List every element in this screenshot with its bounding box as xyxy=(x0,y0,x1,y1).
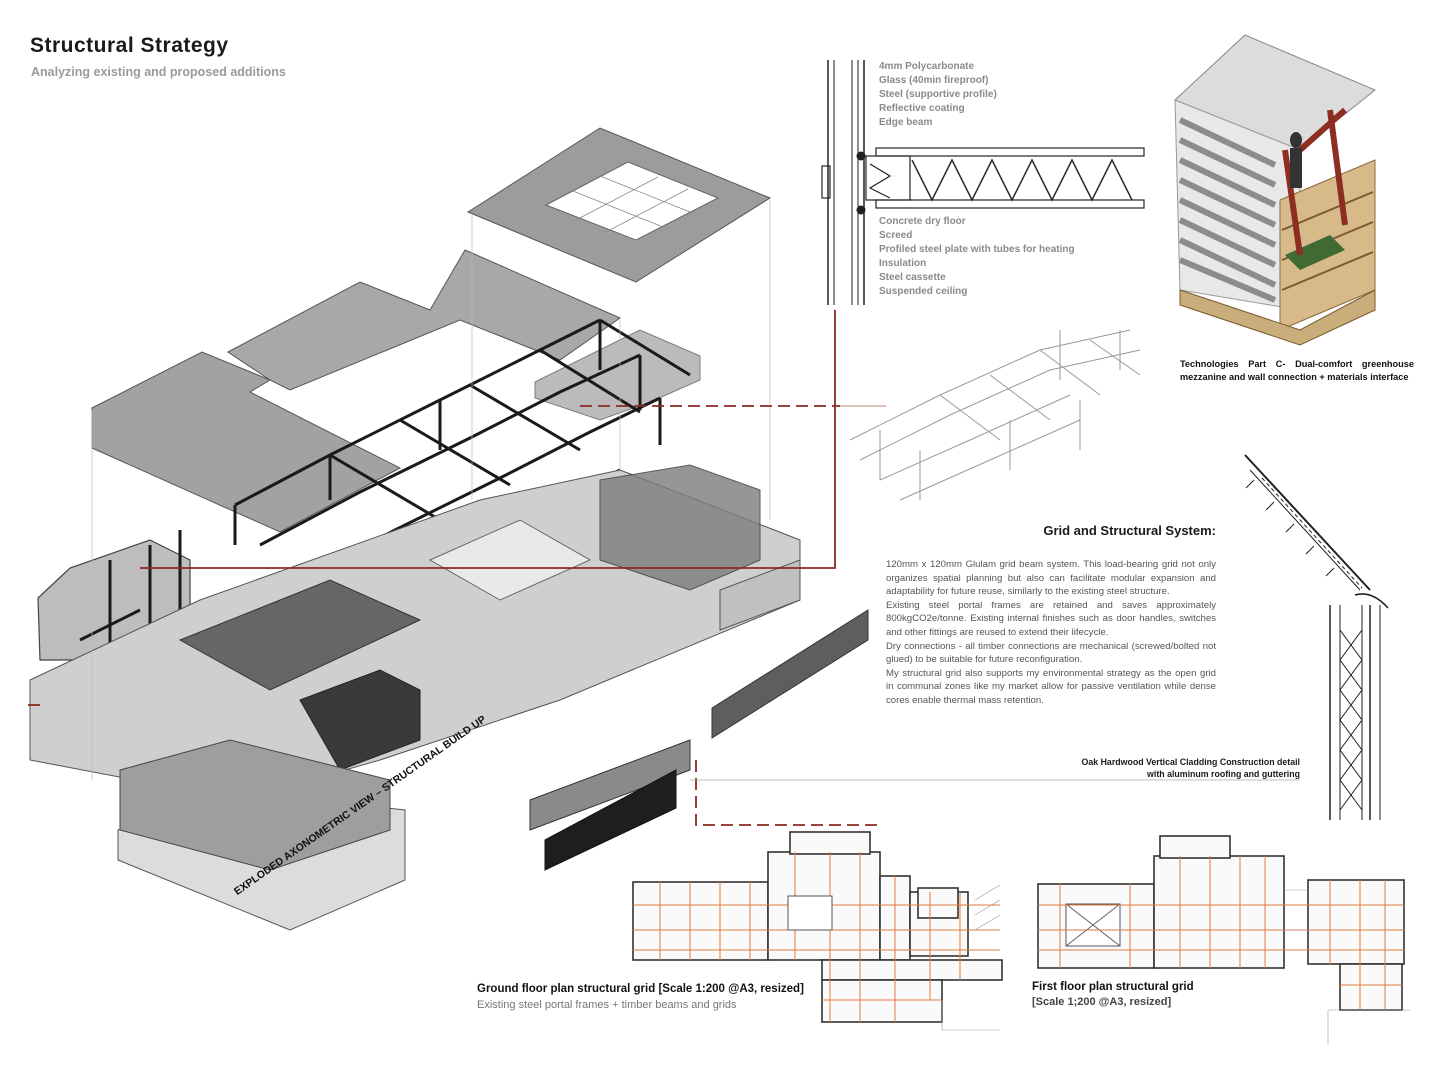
spec-layer: Reflective coating xyxy=(879,103,965,114)
wall-panel-4 xyxy=(719,559,801,631)
wall-panel-3 xyxy=(544,769,677,871)
grid-system-body: 120mm x 120mm Glulam grid beam system. T… xyxy=(886,558,1216,708)
wall-panel-1 xyxy=(529,739,691,831)
wall-panel-2 xyxy=(711,609,869,739)
cladding-caption: Oak Hardwood Vertical Cladding Construct… xyxy=(1020,756,1301,780)
grid-system-paragraph: My structural grid also supports my envi… xyxy=(886,667,1216,706)
cladding-caption-line: with aluminum roofing and guttering xyxy=(1147,769,1300,779)
grid-system-heading: Grid and Structural System: xyxy=(1043,523,1216,538)
roof-junction-detail xyxy=(821,60,1145,305)
exploded-axonometric xyxy=(29,127,869,931)
spec-layer: Insulation xyxy=(879,258,927,269)
skylight-mullions xyxy=(572,175,691,233)
grid-wireframe-sketch xyxy=(849,329,1141,501)
grid-system-paragraph: 120mm x 120mm Glulam grid beam system. T… xyxy=(886,559,1216,598)
open-room xyxy=(428,519,592,601)
greenhouse-mezzanine-render xyxy=(1174,34,1376,346)
leader-lines xyxy=(28,310,886,826)
first-floor-plan xyxy=(1037,835,1410,1045)
grid-system-paragraph: Existing steel portal frames are retaine… xyxy=(886,599,1216,638)
spec-layer: Concrete dry floor xyxy=(879,216,966,227)
spec-layer: Steel (supportive profile) xyxy=(879,89,997,100)
stair-core xyxy=(299,669,421,771)
lower-slab xyxy=(119,739,391,871)
cladding-section-detail xyxy=(1244,454,1389,820)
spec-layer: Profiled steel plate with tubes for heat… xyxy=(879,244,1075,255)
ground-floor-plan xyxy=(632,831,1003,1031)
page-title: Structural Strategy xyxy=(30,34,229,57)
spec-layer: Glass (40min fireproof) xyxy=(879,75,989,86)
spec-layer: Edge beam xyxy=(879,117,933,128)
page-subtitle: Analyzing existing and proposed addition… xyxy=(31,65,286,79)
roof-detail-bottom-layers: Concrete dry floor Screed Profiled steel… xyxy=(879,215,1075,299)
roof-slab-west xyxy=(91,351,402,533)
roof-slab-central xyxy=(227,249,622,391)
cladding-caption-line: Oak Hardwood Vertical Cladding Construct… xyxy=(1081,757,1301,767)
spec-layer: Steel cassette xyxy=(879,272,946,283)
spec-layer: Screed xyxy=(879,230,913,241)
first-floor-subtitle: [Scale 1;200 @A3, resized] xyxy=(1032,996,1172,1008)
core-dark xyxy=(178,579,422,691)
projection-lines xyxy=(91,200,771,780)
first-floor-title: First floor plan structural grid xyxy=(1032,981,1194,993)
east-wing xyxy=(599,464,761,591)
spec-layer: 4mm Polycarbonate xyxy=(879,61,975,72)
spec-layer: Suspended ceiling xyxy=(879,286,968,297)
grid-system-paragraph: Dry connections - all timber connections… xyxy=(886,640,1216,666)
technologies-caption: Technologies Part C- Dual-comfort greenh… xyxy=(1180,359,1414,382)
ground-floor-subtitle: Existing steel portal frames + timber be… xyxy=(477,999,737,1011)
roof-detail-top-layers: 4mm Polycarbonate Glass (40min fireproof… xyxy=(879,60,997,130)
ground-floor-title: Ground floor plan structural grid [Scale… xyxy=(477,983,804,995)
